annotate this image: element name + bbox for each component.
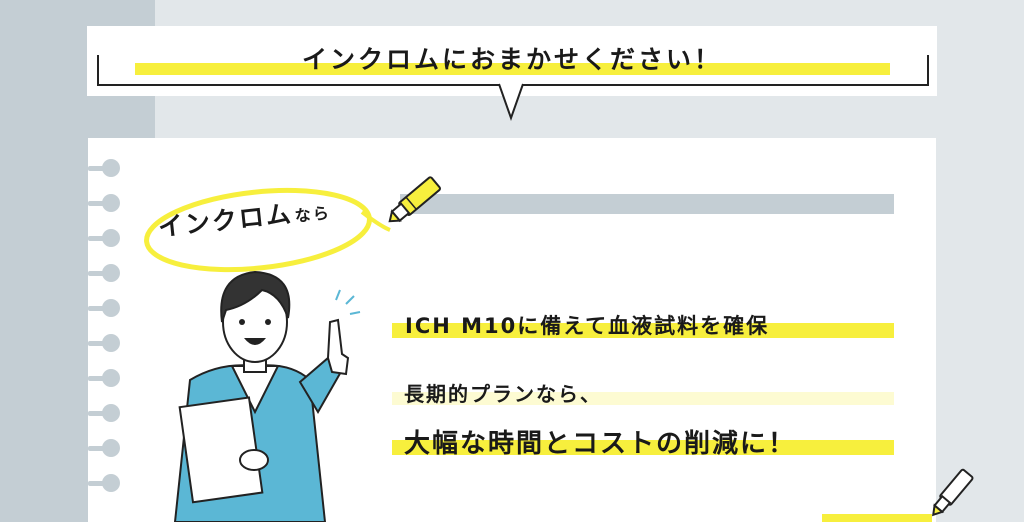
header-highlight [135,63,890,75]
message-highlight-2 [392,392,894,405]
ring-icon [102,159,120,177]
header-bracket-left [97,55,99,85]
bottom-highlight-stroke [822,514,932,522]
brand-suffix: なら [293,203,332,226]
header-underline-left [97,84,500,86]
speech-pointer-icon [498,83,524,122]
ring-icon [102,439,120,457]
message-line-1: ICH M10に備えて血液試料を確保 [405,314,770,338]
ring-icon [102,404,120,422]
message-line-3: 大幅な時間とコストの削減に！ [404,429,797,459]
header-underline-right [521,84,929,86]
message-line-2: 長期的プランなら、 [404,382,602,406]
ring-icon [102,229,120,247]
ring-icon [102,369,120,387]
ring-icon [102,334,120,352]
ring-bar [88,306,110,311]
brand-circle-icon [144,187,391,273]
ring-bar [88,201,110,206]
ring-bar [88,271,110,276]
ring-bar [88,376,110,381]
ring-icon [102,299,120,317]
message-highlight-3 [392,440,894,455]
businesswoman-illustration [173,270,361,522]
ring-icon [102,474,120,492]
ring-bar [88,446,110,451]
ring-icon [102,264,120,282]
ring-bar [88,411,110,416]
header-bracket-right [927,55,929,85]
ring-bar [88,481,110,486]
ring-bar [88,166,110,171]
ring-bar [88,341,110,346]
header-title: インクロムにおまかせください！ [301,45,722,74]
highlighter-pen-icon [932,468,974,517]
ring-bar [88,236,110,241]
highlighter-pen-icon [388,176,442,223]
ring-icon [102,194,120,212]
message-highlight-1 [392,323,894,338]
gray-placeholder-bar [400,194,894,214]
